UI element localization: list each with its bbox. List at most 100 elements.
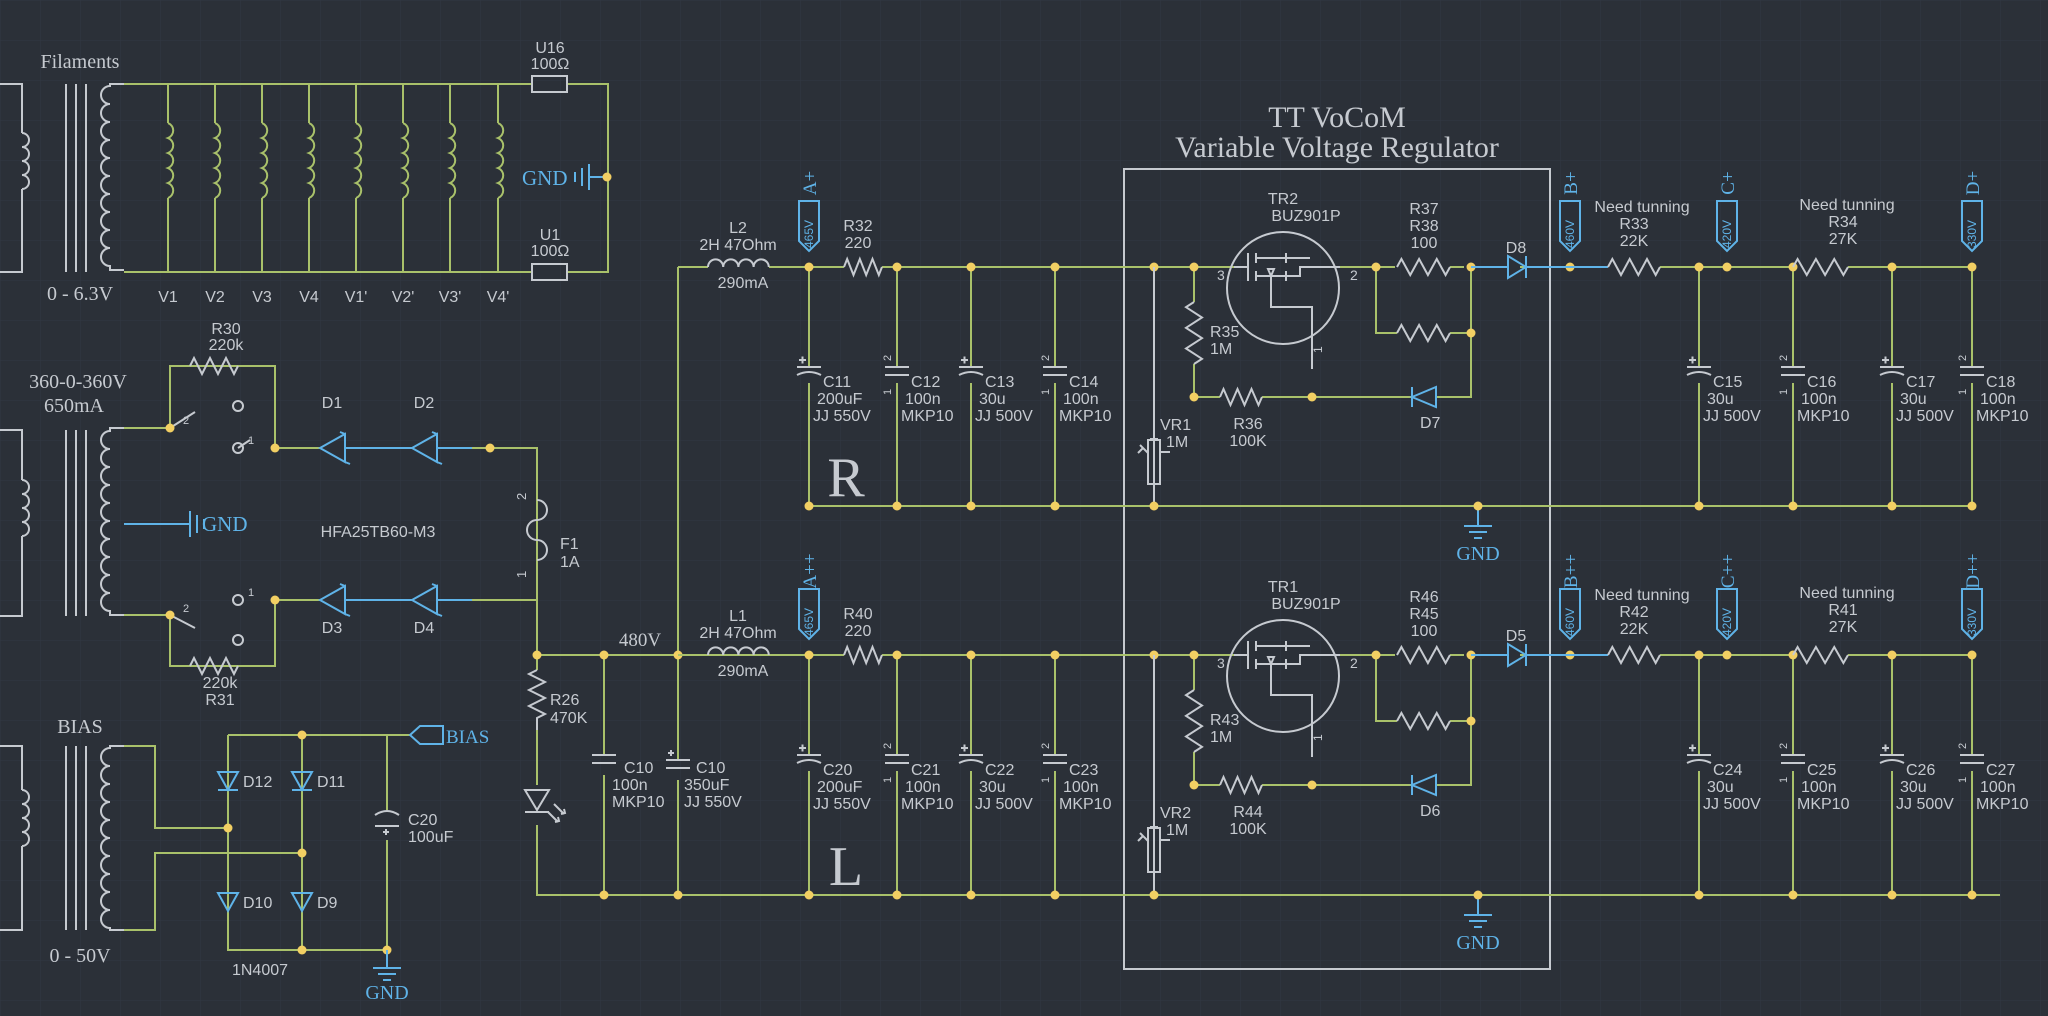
diode-d9-label: D9 — [317, 895, 338, 912]
mosfet-pin-3: 3 — [1217, 655, 1225, 671]
u16-ref: U16 — [535, 40, 564, 57]
heater-label: V4' — [487, 289, 510, 306]
cap-pin-2: 2 — [1957, 743, 1969, 749]
trimmer-value: 1M — [1166, 434, 1188, 451]
capacitor-c10-film: C10 100n MKP10 — [592, 754, 665, 811]
resistor-body — [1396, 256, 1451, 278]
junction-dot — [1694, 262, 1704, 272]
junction-dot — [1788, 890, 1798, 900]
cap-pin-1: 1 — [1778, 777, 1790, 783]
net-flag-name: B++ — [1561, 554, 1582, 588]
heater-winding — [259, 84, 269, 272]
junction-dot — [1189, 262, 1199, 272]
f1-pin-1: 1 — [514, 571, 529, 578]
resistor-body — [1219, 386, 1263, 408]
fuse-f1: F1 1A 2 1 — [514, 493, 580, 578]
junction-dot — [1149, 501, 1159, 511]
tuning-note: Need tunning — [1594, 199, 1689, 216]
input-cap-v1: 100n — [1063, 779, 1099, 796]
output-cap-ref: C24 — [1713, 762, 1742, 779]
cap-pin-2: 2 — [1778, 355, 1790, 361]
led-indicator — [523, 789, 567, 823]
output-cap-ref: C27 — [1986, 762, 2015, 779]
junction-dot — [892, 501, 902, 511]
capacitor-plates — [1960, 366, 1984, 376]
heater-winding — [212, 84, 222, 272]
heater-winding — [165, 84, 175, 272]
net-flag-a — [798, 588, 820, 641]
gate-resistor-value: 1M — [1210, 341, 1232, 358]
filaments-label: Filaments — [41, 51, 120, 73]
junction-dot — [1371, 262, 1381, 272]
gnd-label-bias: GND — [365, 982, 408, 1004]
net-flag-b — [1559, 588, 1581, 641]
cap-pin-1: 1 — [1778, 389, 1790, 395]
resistor-body — [1792, 256, 1849, 278]
junction-dot — [1967, 262, 1977, 272]
capacitor-plates — [958, 366, 984, 376]
junction-dot — [892, 650, 902, 660]
heater-winding — [495, 84, 505, 272]
junction-dot — [1307, 780, 1317, 790]
mosfet-ref: TR2 — [1268, 191, 1298, 208]
mosfet-body — [1226, 231, 1340, 345]
feedback-diode: D6 — [1409, 773, 1441, 820]
gnd-label-filament: GND — [522, 166, 568, 190]
u1-ref: U1 — [540, 227, 561, 244]
channel-letter: L — [829, 836, 863, 898]
r30-value: 220k — [209, 337, 245, 354]
mosfet-symbol — [1234, 253, 1340, 369]
output-cap-v2: JJ 500V — [1896, 408, 1954, 425]
c10b-ref: C10 — [696, 760, 725, 777]
input-cap-v1: 100n — [1063, 391, 1099, 408]
heater-label: V3' — [439, 289, 462, 306]
diode-d4-label: D4 — [414, 620, 435, 637]
input-cap-v2: JJ 550V — [813, 796, 871, 813]
output-cap-v2: JJ 500V — [1896, 796, 1954, 813]
sw2-pin-1: 1 — [248, 587, 254, 599]
input-resistor-value: 220 — [845, 623, 872, 640]
output-cap-v1: 100n — [1980, 391, 2016, 408]
trimmer-ref: VR2 — [1160, 805, 1191, 822]
mosfet-pin-3: 3 — [1217, 267, 1225, 283]
sw1-pin-2: 2 — [183, 415, 189, 427]
diode-symbol — [1409, 773, 1437, 797]
junction-dot — [1189, 392, 1199, 402]
mosfet-ref: TR1 — [1268, 579, 1298, 596]
resistor-body — [1396, 322, 1451, 344]
source-resistor-ref1: R46 — [1409, 589, 1438, 606]
heater-label: V2 — [205, 289, 225, 306]
heater-coil: V1 — [158, 84, 178, 306]
output-cap-v1: 30u — [1900, 779, 1927, 796]
gnd-symbol-bias: GND — [365, 950, 409, 1004]
heater-coil: V3' — [439, 84, 462, 306]
junction-dot — [1473, 890, 1483, 900]
output-cap-ref: C15 — [1713, 374, 1742, 391]
resistor-body — [1792, 644, 1849, 666]
junction-dot — [1967, 501, 1977, 511]
heater-label: V4 — [299, 289, 319, 306]
input-resistor-value: 220 — [845, 235, 872, 252]
heater-coil: V2 — [205, 84, 225, 306]
gate-resistor-ref: R43 — [1210, 712, 1239, 729]
capacitor-plates — [885, 754, 909, 764]
junction-dot — [1050, 262, 1060, 272]
input-cap-v2: MKP10 — [1059, 408, 1112, 425]
input-cap-ref: C21 — [911, 762, 940, 779]
capacitor-polarity — [799, 744, 806, 752]
source-resistor-ref2: R38 — [1409, 218, 1438, 235]
input-cap-v2: MKP10 — [901, 796, 954, 813]
capacitor-plates — [1960, 754, 1984, 764]
bias-transformer-label: BIAS — [57, 716, 103, 738]
